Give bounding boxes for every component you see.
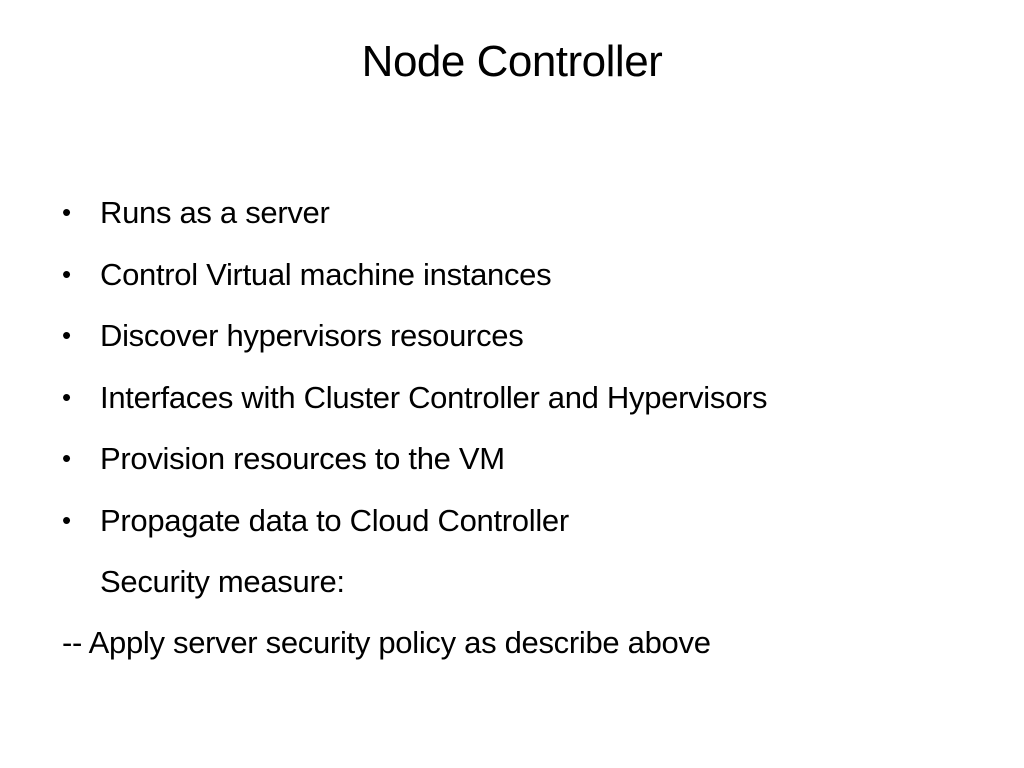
security-measure-heading: Security measure: — [100, 564, 345, 599]
bullet-item: • Discover hypervisors resources — [62, 305, 982, 367]
bullet-text: Control Virtual machine instances — [100, 256, 552, 292]
bullet-list: • Runs as a server • Control Virtual mac… — [62, 182, 982, 551]
bullet-text: Discover hypervisors resources — [100, 318, 524, 353]
slide-title: Node Controller — [361, 37, 663, 86]
bullet-item: • Interfaces with Cluster Controller and… — [62, 367, 982, 429]
bullet-text: Provision resources to the VM — [100, 441, 505, 476]
bullet-text: Propagate data to Cloud Controller — [100, 502, 569, 538]
bullet-icon: • — [62, 197, 71, 227]
bullet-item: • Runs as a server — [62, 182, 982, 244]
bullet-icon: • — [62, 320, 71, 350]
security-policy-note: -- Apply server security policy as descr… — [62, 625, 711, 660]
bullet-icon: • — [62, 443, 71, 473]
bullet-item: • Provision resources to the VM — [62, 428, 982, 490]
bullet-icon: • — [62, 504, 71, 535]
bullet-text: Runs as a server — [100, 195, 330, 230]
bullet-item: • Control Virtual machine instances — [62, 244, 982, 306]
bullet-icon: • — [62, 258, 71, 289]
bullet-text: Interfaces with Cluster Controller and H… — [100, 379, 768, 415]
bullet-item: • Propagate data to Cloud Controller — [62, 490, 982, 552]
bullet-icon: • — [62, 381, 71, 412]
